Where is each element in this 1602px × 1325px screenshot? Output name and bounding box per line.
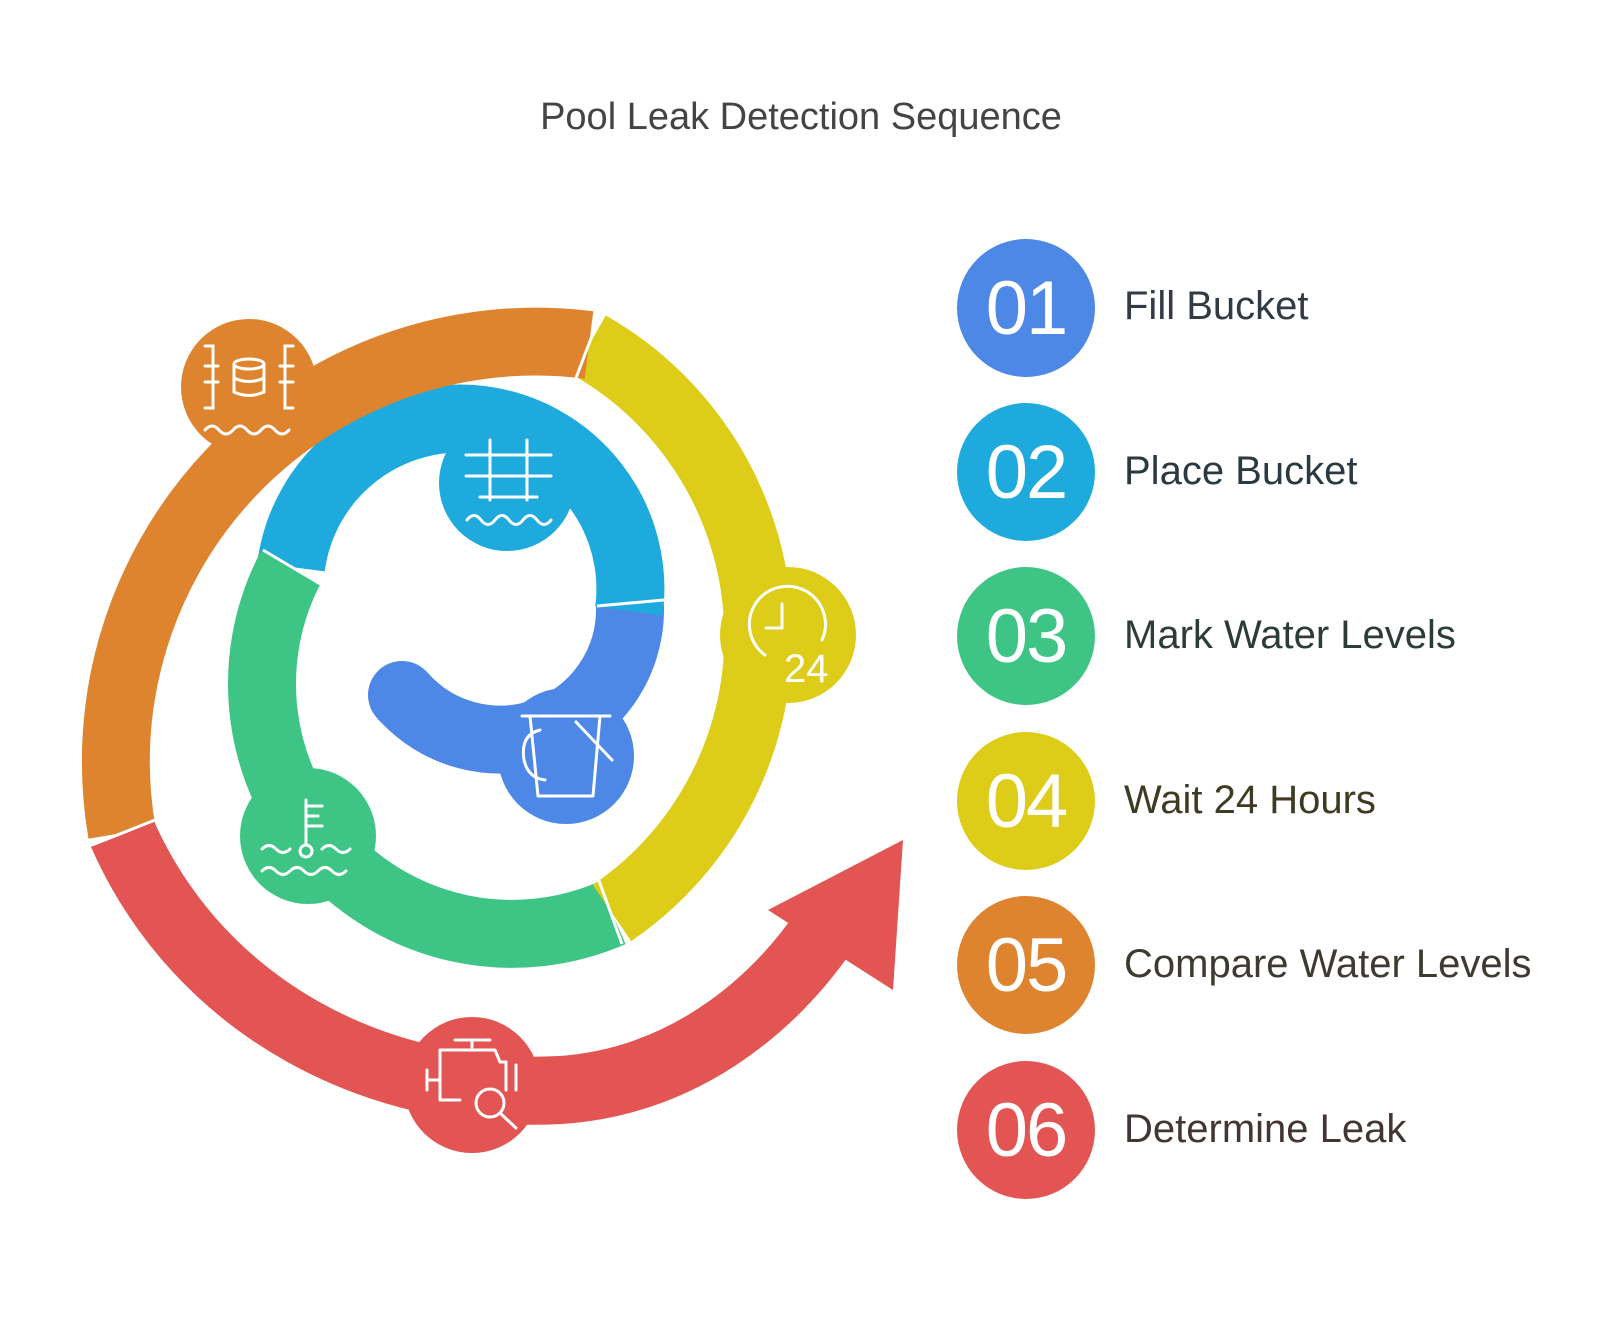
segment-divider <box>596 598 665 608</box>
svg-text:24: 24 <box>784 647 829 691</box>
segment-divider <box>574 311 603 379</box>
segment-divider <box>91 818 156 847</box>
leak-inspect-icon <box>404 1017 540 1153</box>
clock-24-icon: 24 <box>720 567 856 703</box>
segment-divider <box>262 548 323 587</box>
segment-divider <box>596 877 624 945</box>
water-level-gauge-icon <box>240 768 376 904</box>
spiral-arrowhead <box>768 840 903 990</box>
pool-ladder-icon <box>439 415 575 551</box>
diagram-title: Pool Leak Detection Sequence <box>540 96 1062 138</box>
spiral-segment-05 <box>81 307 594 839</box>
bucket-icon <box>498 688 634 824</box>
water-compare-icon <box>181 319 317 455</box>
